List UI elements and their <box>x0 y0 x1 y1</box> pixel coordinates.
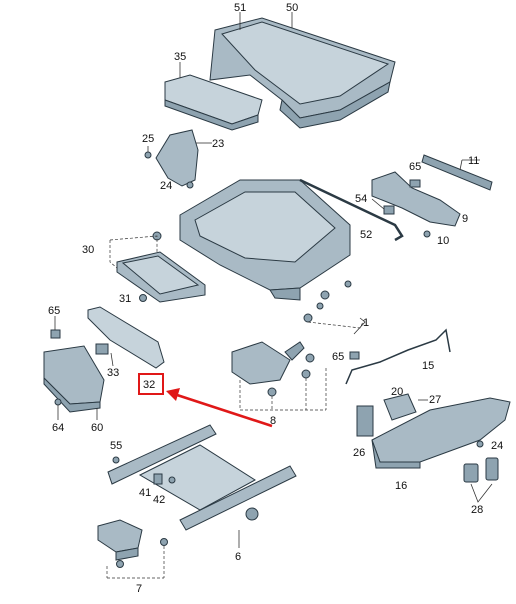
nut-42 <box>168 476 176 484</box>
storage-tray-part <box>116 251 206 303</box>
label-31: 31 <box>119 293 131 305</box>
label-65b: 65 <box>48 305 60 317</box>
side-cover-part <box>155 129 199 187</box>
screw-25 <box>144 151 152 159</box>
label-23: 23 <box>212 138 224 150</box>
label-8: 8 <box>270 415 276 427</box>
trim-strip-11 <box>421 154 493 191</box>
label-10: 10 <box>437 235 449 247</box>
knob-28b <box>485 457 499 481</box>
rail-motor-7 <box>97 519 143 561</box>
label-41: 41 <box>139 487 151 499</box>
label-24a: 24 <box>160 180 172 192</box>
label-54: 54 <box>355 193 367 205</box>
clip-65b <box>50 329 61 339</box>
label-15: 15 <box>422 360 434 372</box>
label-60: 60 <box>91 422 103 434</box>
label-35: 35 <box>174 51 186 63</box>
switch-26 <box>356 405 374 437</box>
storage-drawer-60 <box>43 345 105 405</box>
label-55: 55 <box>110 440 122 452</box>
label-65c: 65 <box>332 351 344 363</box>
label-6: 6 <box>235 551 241 563</box>
foam-pad-part <box>164 74 263 131</box>
bolt-41 <box>153 473 163 485</box>
label-25: 25 <box>142 133 154 145</box>
screw-64 <box>54 398 62 406</box>
clip-65c <box>349 351 360 360</box>
nut-31 <box>139 294 147 302</box>
nut-24a <box>186 181 194 189</box>
bolt-55 <box>112 456 120 464</box>
cap-6 <box>245 507 259 521</box>
label-50: 50 <box>286 2 298 14</box>
label-24b: 24 <box>491 440 503 452</box>
label-20: 20 <box>391 386 403 398</box>
cable-15 <box>345 328 451 385</box>
bolt-10 <box>423 230 431 238</box>
leader-1 <box>353 317 366 335</box>
screw-24b <box>476 440 484 448</box>
highlight-arrow <box>173 392 273 428</box>
knob-28a <box>463 463 479 483</box>
label-7: 7 <box>136 583 142 595</box>
cover-trim-32 <box>87 306 165 369</box>
label-28: 28 <box>471 504 483 516</box>
label-16: 16 <box>395 480 407 492</box>
adjuster-9 <box>371 171 461 227</box>
clip-54 <box>383 205 395 215</box>
rod-54 <box>299 178 404 242</box>
label-52: 52 <box>360 229 372 241</box>
label-51: 51 <box>234 2 246 14</box>
seat-rails-6 <box>107 424 297 531</box>
clip-33 <box>95 343 109 355</box>
label-33: 33 <box>107 367 119 379</box>
label-9: 9 <box>462 213 468 225</box>
switch-20 <box>383 393 417 421</box>
side-trim-16 <box>371 397 511 469</box>
seat-frame-part <box>179 179 351 301</box>
highlight-arrowhead <box>166 388 180 401</box>
label-64: 64 <box>52 422 64 434</box>
label-65a: 65 <box>409 161 421 173</box>
clip-65a <box>409 179 421 188</box>
label-42: 42 <box>153 494 165 506</box>
label-1: 1 <box>363 317 369 329</box>
label-27: 27 <box>429 394 441 406</box>
label-32: 32 <box>143 379 155 391</box>
label-11: 11 <box>468 155 479 167</box>
label-30: 30 <box>82 244 94 256</box>
label-26: 26 <box>353 447 365 459</box>
highlight-box <box>138 373 164 395</box>
seat-motor-8 <box>231 341 305 385</box>
seat-cushion-part <box>209 17 396 129</box>
